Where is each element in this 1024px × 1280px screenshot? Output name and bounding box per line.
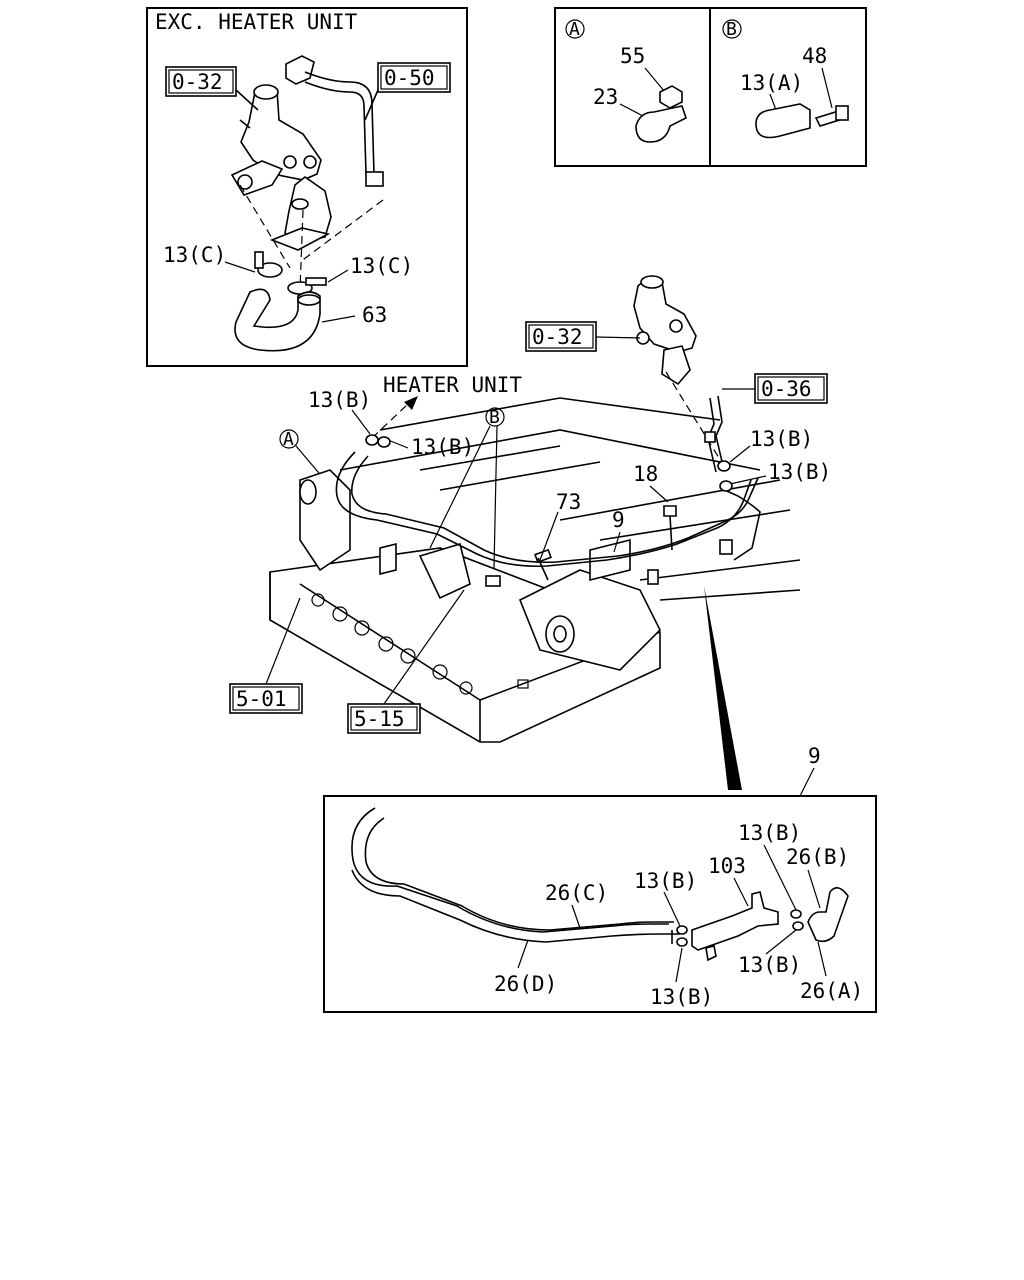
detail-callout-wedge — [704, 586, 742, 790]
main-assembly: HEATER UNIT 13(B) 13(B) A B — [229, 275, 831, 790]
ref-5-15-text: 5-15 — [354, 707, 405, 731]
label-13b-1: 13(B) — [308, 388, 371, 412]
inset-centerline-3 — [299, 209, 304, 291]
inset-a-marker: A — [569, 19, 580, 40]
label-103: 103 — [708, 854, 746, 878]
detail-part-9: 9 13(B) 26(B) 103 13(B) 26(C) — [323, 744, 877, 1013]
ref-box-0-32-inset[interactable]: 0-32 — [165, 66, 237, 97]
label-23: 23 — [593, 85, 618, 109]
marker-a: A — [283, 429, 294, 450]
hose-63-part — [234, 288, 321, 352]
inset-b: B 48 13(A) — [722, 19, 849, 139]
bypass-pipe-part — [285, 55, 384, 187]
label-13b-bottom: 13(B) — [650, 985, 713, 1009]
inset-a-marker-circle — [565, 19, 585, 39]
ref-0-32-inset-text: 0-32 — [172, 70, 223, 94]
label-63: 63 — [362, 303, 387, 327]
hose-63-end — [297, 294, 321, 306]
bolt-48-head — [835, 105, 849, 121]
clip-23-part — [635, 105, 687, 143]
pipe-26c-26d-part — [351, 807, 680, 944]
label-26c: 26(C) — [545, 881, 608, 905]
clamp-13a-part — [755, 103, 811, 139]
label-13a: 13(A) — [740, 71, 803, 95]
thermostat-housing-right-part — [633, 275, 725, 473]
inset-centerline-1 — [239, 184, 291, 269]
label-18: 18 — [633, 462, 658, 486]
label-26a: 26(A) — [800, 979, 863, 1003]
pipe-26a-26b-part — [807, 887, 849, 943]
marker-b: B — [489, 407, 500, 428]
thermostat-housing-part — [230, 84, 332, 251]
label-26d: 26(D) — [494, 972, 557, 996]
inset-exc-frame — [146, 7, 468, 367]
inset-exc-title: EXC. HEATER UNIT — [155, 10, 358, 34]
detail-frame — [323, 795, 877, 1013]
bolt-18-head — [663, 505, 677, 517]
label-13c-a: 13(C) — [163, 243, 226, 267]
label-13b-3: 13(B) — [750, 427, 813, 451]
marker-b-circle — [485, 407, 505, 427]
label-48: 48 — [802, 44, 827, 68]
pipe-103-part — [691, 891, 779, 951]
label-13b-top: 13(B) — [738, 821, 801, 845]
inset-centerline-2 — [299, 199, 384, 263]
ref-0-50-text: 0-50 — [384, 66, 435, 90]
label-73: 73 — [556, 490, 581, 514]
inset-b-marker: B — [726, 19, 737, 40]
inset-a: A 55 23 — [565, 19, 687, 143]
label-13b-right: 13(B) — [738, 953, 801, 977]
ref-box-5-15[interactable]: 5-15 — [347, 703, 421, 734]
label-55: 55 — [620, 44, 645, 68]
ref-box-0-36[interactable]: 0-36 — [754, 373, 828, 404]
ref-5-01-text: 5-01 — [236, 687, 287, 711]
label-9-main: 9 — [612, 508, 625, 532]
marker-a-circle — [279, 429, 299, 449]
heater-unit-label: HEATER UNIT — [383, 373, 522, 397]
clamp-13b-main-parts — [365, 434, 733, 492]
ref-0-32-main-text: 0-32 — [532, 325, 583, 349]
label-26b: 26(B) — [786, 845, 849, 869]
ref-0-36-text: 0-36 — [761, 377, 812, 401]
label-13b-4: 13(B) — [768, 460, 831, 484]
inset-exc-heater-unit: EXC. HEATER UNIT 0-32 0-50 — [146, 7, 468, 367]
label-9-detail: 9 — [808, 744, 821, 768]
clamp-13c-left — [254, 251, 283, 278]
pipe-103-bracket — [705, 945, 717, 962]
ref-box-0-50[interactable]: 0-50 — [377, 62, 451, 93]
nut-55-part — [659, 85, 683, 109]
label-13c-b: 13(C) — [350, 254, 413, 278]
label-13b-mid: 13(B) — [634, 869, 697, 893]
heater-unit-arrow-head — [404, 396, 418, 410]
chassis-frame-part — [269, 397, 801, 743]
inset-b-marker-circle — [722, 19, 742, 39]
ref-box-0-32-main[interactable]: 0-32 — [525, 321, 597, 352]
heater-pipe-main — [335, 451, 761, 587]
ref-box-5-01[interactable]: 5-01 — [229, 683, 303, 714]
inset-a-b: A 55 23 B 48 13(A) — [554, 7, 867, 167]
heater-unit-arrow-line — [371, 403, 409, 439]
